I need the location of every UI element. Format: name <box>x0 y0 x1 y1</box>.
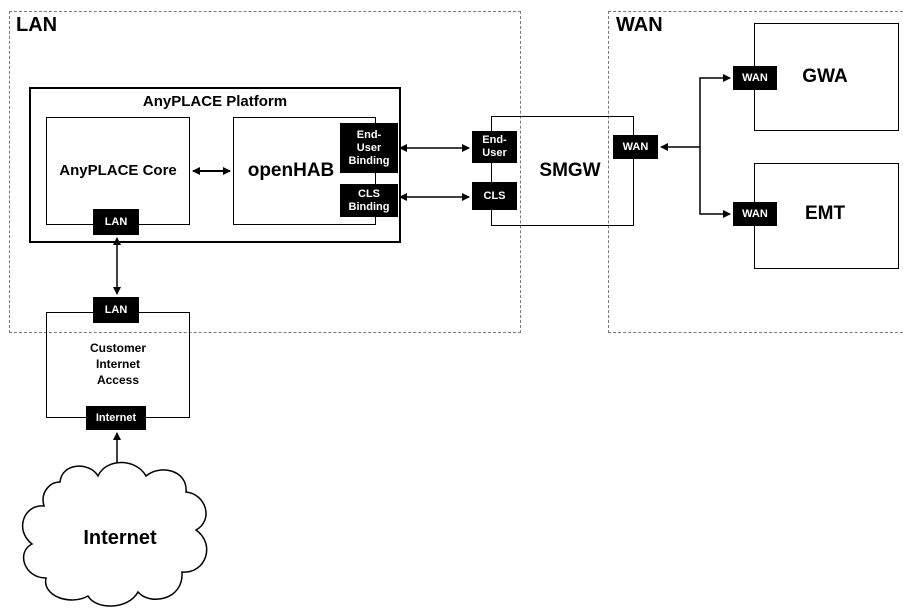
customer-internet-port: Internet <box>86 406 146 430</box>
internet-cloud-shape <box>21 461 208 607</box>
lan-zone-title: LAN <box>16 14 58 36</box>
internet-cloud-title: Internet <box>83 527 157 549</box>
smgw-cls-port: CLS <box>472 182 517 210</box>
smgw-box <box>491 116 634 226</box>
openhab-title: openHAB <box>247 160 335 181</box>
cls-binding-port: CLS Binding <box>340 184 398 217</box>
smgw-end-user-port: End- User <box>472 131 517 163</box>
wan-zone <box>608 11 903 333</box>
customer-lan-port: LAN <box>93 297 139 323</box>
lan-zone <box>9 11 521 333</box>
gwa-branch <box>699 74 731 147</box>
core-lan-port: LAN <box>93 209 139 235</box>
emt-wan-port: WAN <box>733 202 777 226</box>
gwa-title: GWA <box>802 66 848 87</box>
wan-zone-title: WAN <box>616 14 663 36</box>
end-user-binding-port: End- User Binding <box>340 123 398 173</box>
smgw-title: SMGW <box>539 160 601 181</box>
gwa-wan-port: WAN <box>733 66 777 90</box>
anyplace-platform-title: AnyPLACE Platform <box>142 93 288 110</box>
smgw-wan-port: WAN <box>613 135 658 159</box>
customer-internet-access-title: Customer Internet Access <box>89 341 146 387</box>
emt-branch <box>699 147 731 218</box>
emt-title: EMT <box>804 203 846 224</box>
anyplace-core-title: AnyPLACE Core <box>59 162 177 179</box>
anyplace-platform-box <box>29 87 401 243</box>
